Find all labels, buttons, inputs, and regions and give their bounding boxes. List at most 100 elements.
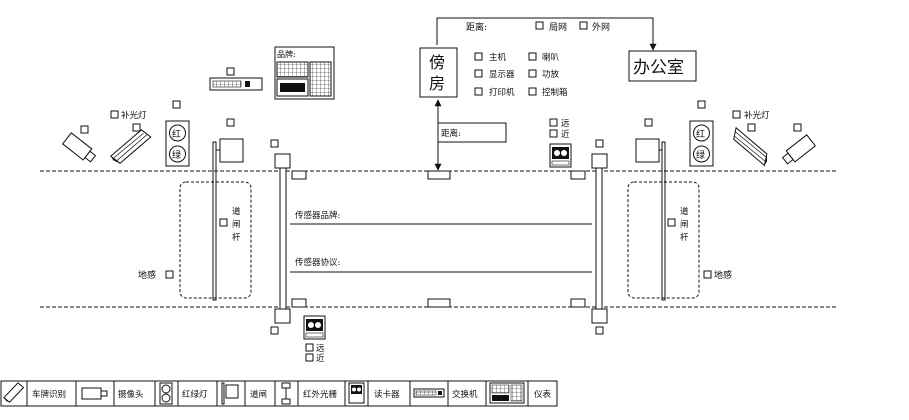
legend-camera-icon bbox=[81, 387, 108, 400]
lan-option-label: 局网 bbox=[549, 22, 567, 33]
legend-label-barrier: 道闸 bbox=[250, 389, 267, 400]
top-reader-screen bbox=[552, 147, 569, 159]
legend-label-infrared: 红外光栅 bbox=[303, 389, 338, 400]
bottom-reader-near-checkbox[interactable] bbox=[305, 353, 314, 362]
legend-barrier-gate-icon bbox=[221, 382, 239, 405]
led-panel-right bbox=[309, 61, 332, 97]
right-ground-loop: 地感 bbox=[627, 181, 732, 299]
lan-checkbox[interactable] bbox=[535, 21, 544, 30]
infrared-grating: 传感器品牌: 传感器协议: bbox=[270, 139, 608, 335]
right-barrier-checkbox[interactable] bbox=[644, 118, 653, 127]
right-traffic-light-checkbox[interactable] bbox=[697, 100, 706, 109]
guardhouse-char-1: 傍 bbox=[429, 53, 445, 72]
left-fill-light-label: 补光灯 bbox=[121, 110, 147, 121]
bottom-reader-near-label: 近 bbox=[316, 353, 325, 364]
monitor-label: 显示器 bbox=[489, 70, 515, 80]
bottom-card-reader: 远 近 bbox=[303, 315, 326, 364]
bottom-reader-far-checkbox[interactable] bbox=[305, 343, 314, 352]
top-card-reader: 远 近 bbox=[549, 118, 572, 168]
right-loop-checkbox[interactable] bbox=[703, 270, 712, 279]
left-grating-bottom-checkbox[interactable] bbox=[270, 326, 279, 335]
top-reader-near-label: 近 bbox=[561, 129, 570, 140]
bottom-reader-screen bbox=[306, 319, 323, 331]
control-box-label: 控制箱 bbox=[542, 87, 568, 98]
right-fill-light-checkbox[interactable] bbox=[732, 110, 741, 119]
right-grating-post bbox=[595, 167, 603, 311]
top-reader-far-label: 远 bbox=[561, 119, 570, 129]
right-plate-camera-icon bbox=[733, 126, 768, 167]
guardhouse-equipment: 主机 喇叭 显示器 功放 打印机 控制箱 bbox=[474, 52, 568, 98]
legend-label-instrument: 仪表 bbox=[534, 389, 552, 400]
wan-checkbox[interactable] bbox=[579, 21, 588, 30]
left-barrier-motor bbox=[219, 138, 244, 163]
right-loop-area bbox=[627, 181, 700, 299]
right-traffic-light: 红 绿 bbox=[689, 100, 714, 167]
wan-option-label: 外网 bbox=[592, 21, 610, 33]
right-plate-camera-checkbox[interactable] bbox=[747, 123, 756, 132]
control-box-checkbox[interactable] bbox=[528, 87, 537, 96]
left-barrier-label-1: 道 bbox=[232, 206, 241, 217]
right-grating-top-checkbox[interactable] bbox=[595, 139, 604, 148]
right-red-light bbox=[693, 124, 710, 142]
network-link-line bbox=[436, 17, 657, 51]
left-fill-light-checkbox[interactable] bbox=[110, 110, 119, 119]
guardhouse: 傍 房 bbox=[419, 47, 458, 98]
right-red-light-label: 红 bbox=[696, 128, 705, 140]
speaker-checkbox[interactable] bbox=[528, 52, 537, 61]
host-label: 主机 bbox=[489, 52, 507, 63]
left-loop-label: 地感 bbox=[138, 269, 156, 281]
left-barrier-gate: 道 闸 杆 bbox=[212, 118, 244, 301]
top-reader-near-checkbox[interactable] bbox=[549, 129, 558, 138]
switch-checkbox[interactable] bbox=[226, 67, 235, 76]
left-red-light-label: 红 bbox=[172, 128, 181, 140]
bottom-reader-far-label: 远 bbox=[316, 344, 325, 354]
right-grating-top-head bbox=[591, 153, 608, 169]
left-ground-loop: 地感 bbox=[138, 181, 252, 299]
left-barrier-checkbox[interactable] bbox=[226, 118, 235, 127]
network-distance-label: 距离: bbox=[466, 21, 487, 33]
right-barrier-label-3: 杆 bbox=[680, 232, 689, 243]
right-loop-label: 地感 bbox=[714, 269, 732, 281]
distance-box bbox=[437, 122, 507, 143]
monitor-checkbox[interactable] bbox=[474, 69, 483, 78]
printer-checkbox[interactable] bbox=[474, 87, 483, 96]
top-reader-far-checkbox[interactable] bbox=[549, 118, 558, 127]
speaker-label: 喇叭 bbox=[542, 52, 560, 63]
left-loop-checkbox[interactable] bbox=[165, 270, 174, 279]
switch-ports bbox=[212, 80, 242, 88]
amplifier-checkbox[interactable] bbox=[528, 69, 537, 78]
left-green-light bbox=[169, 145, 186, 163]
amplifier-label: 功放 bbox=[542, 69, 560, 80]
right-grating-bottom-checkbox[interactable] bbox=[595, 326, 604, 335]
left-cameras: 补光灯 bbox=[61, 110, 152, 164]
left-grating-post bbox=[279, 167, 287, 311]
legend-label-traffic-light: 红绿灯 bbox=[182, 389, 208, 400]
left-plate-camera-checkbox[interactable] bbox=[132, 123, 141, 132]
legend-instrument-icon bbox=[489, 382, 525, 404]
led-panel-top-left bbox=[276, 61, 309, 78]
right-barrier-arm-checkbox[interactable] bbox=[667, 218, 676, 227]
left-red-light bbox=[169, 124, 186, 142]
legend-label-camera: 摄像头 bbox=[118, 389, 144, 400]
left-camera-checkbox[interactable] bbox=[80, 125, 89, 134]
sensor-brand-label: 传感器品牌: bbox=[295, 210, 340, 221]
left-barrier-arm-checkbox[interactable] bbox=[219, 218, 228, 227]
network-connection: 距离: 局网 外网 bbox=[436, 17, 657, 51]
host-checkbox[interactable] bbox=[474, 52, 483, 61]
led-display-board: 品牌: bbox=[274, 46, 335, 100]
left-barrier-label-2: 闸 bbox=[232, 220, 241, 230]
legend-traffic-light-icon bbox=[159, 382, 173, 405]
left-plate-camera-icon bbox=[109, 129, 152, 164]
right-camera-checkbox[interactable] bbox=[793, 123, 802, 132]
office-label: 办公室 bbox=[633, 58, 684, 78]
right-barrier-gate: 道 闸 杆 bbox=[635, 118, 689, 301]
left-traffic-light-checkbox[interactable] bbox=[172, 100, 181, 109]
right-barrier-arm bbox=[661, 141, 666, 301]
guardhouse-char-2: 房 bbox=[429, 74, 445, 93]
switch-port-led bbox=[245, 81, 250, 87]
left-camera-icon bbox=[61, 132, 97, 163]
left-grating-top-checkbox[interactable] bbox=[270, 139, 279, 148]
right-grating-bottom-head bbox=[591, 308, 608, 324]
legend-label-plate: 车牌识别 bbox=[32, 389, 66, 400]
guardhouse-box bbox=[419, 47, 458, 98]
